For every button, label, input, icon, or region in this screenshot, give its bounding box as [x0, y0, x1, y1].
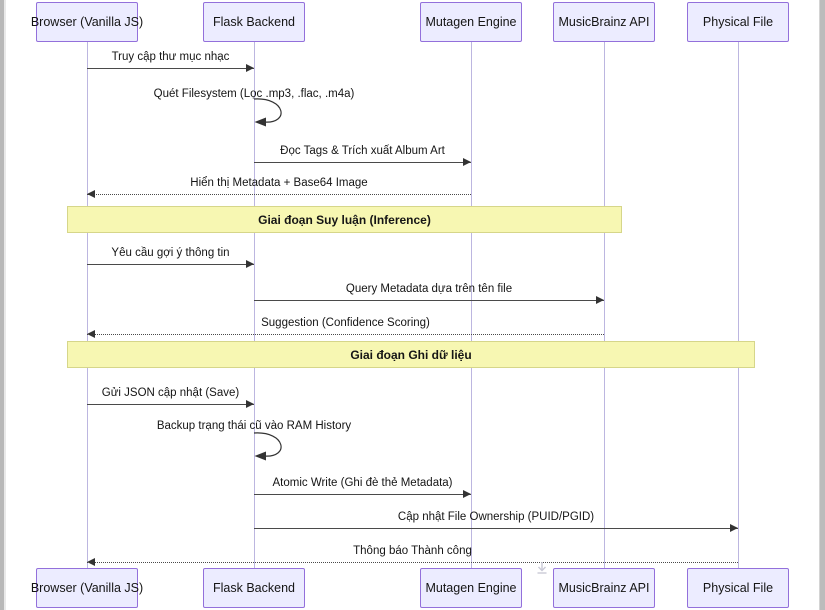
lifeline-musicbrainz — [604, 40, 605, 568]
section-banner-label: Giai đoạn Suy luận (Inference) — [258, 212, 431, 227]
left-page-gutter — [4, 0, 6, 610]
participant-flask-top[interactable]: Flask Backend — [203, 2, 305, 42]
right-page-gutter — [816, 0, 820, 610]
message-line — [254, 300, 604, 301]
message-label: Thông báo Thành công — [353, 545, 472, 557]
participant-label: MusicBrainz API — [558, 581, 650, 595]
message-label: Atomic Write (Ghi đè thẻ Metadata) — [272, 477, 453, 489]
participant-label: Mutagen Engine — [425, 15, 517, 29]
message-line — [254, 528, 738, 529]
message-line — [87, 194, 471, 195]
message-line — [254, 162, 471, 163]
participant-label: Browser (Vanilla JS) — [30, 15, 144, 29]
download-arrow-icon[interactable] — [534, 560, 550, 576]
message-label: Query Metadata dựa trên tên file — [345, 283, 513, 295]
participant-mutagen-bottom[interactable]: Mutagen Engine — [420, 568, 522, 608]
participant-label: Flask Backend — [213, 15, 295, 29]
participant-mutagen-top[interactable]: Mutagen Engine — [420, 2, 522, 42]
message-line — [87, 404, 254, 405]
arrowhead-right — [596, 296, 604, 304]
message-label: Hiển thị Metadata + Base64 Image — [190, 177, 368, 189]
message-label: Truy cập thư mục nhạc — [111, 51, 230, 63]
participant-label: Mutagen Engine — [425, 581, 517, 595]
arrowhead-left — [87, 190, 95, 198]
right-page-edge — [820, 0, 825, 610]
message-label: Backup trạng thái cũ vào RAM History — [156, 420, 352, 432]
participant-musicbrainz-top[interactable]: MusicBrainz API — [553, 2, 655, 42]
participant-label: Flask Backend — [213, 581, 295, 595]
message-label: Đọc Tags & Trích xuất Album Art — [280, 145, 445, 157]
participant-label: Physical File — [702, 581, 774, 595]
message-line — [87, 334, 604, 335]
participant-flask-bottom[interactable]: Flask Backend — [203, 568, 305, 608]
message-line — [87, 264, 254, 265]
arrowhead-right — [463, 490, 471, 498]
message-label: Cập nhật File Ownership (PUID/PGID) — [397, 511, 595, 523]
participant-browser-top[interactable]: Browser (Vanilla JS) — [31, 2, 143, 42]
message-label: Yêu cầu gợi ý thông tin — [111, 247, 230, 259]
arrowhead-right — [463, 158, 471, 166]
self-message-loop — [252, 96, 298, 135]
arrowhead-right — [730, 524, 738, 532]
message-label: Suggestion (Confidence Scoring) — [261, 317, 430, 329]
arrowhead-right — [246, 260, 254, 268]
self-message-loop — [252, 430, 298, 469]
arrowhead-right — [246, 400, 254, 408]
lifeline-physical — [738, 40, 739, 568]
message-label: Gửi JSON cập nhật (Save) — [101, 387, 240, 399]
arrowhead-left — [87, 558, 95, 566]
participant-physical-top[interactable]: Physical File — [687, 2, 789, 42]
participant-physical-bottom[interactable]: Physical File — [687, 568, 789, 608]
left-page-edge — [0, 0, 4, 610]
section-banner-inference: Giai đoạn Suy luận (Inference) — [67, 206, 622, 233]
section-banner-label: Giai đoạn Ghi dữ liệu — [350, 347, 472, 362]
lifeline-browser — [87, 40, 88, 568]
participant-label: Physical File — [702, 15, 774, 29]
participant-label: MusicBrainz API — [558, 15, 650, 29]
participant-musicbrainz-bottom[interactable]: MusicBrainz API — [553, 568, 655, 608]
participant-browser-bottom[interactable]: Browser (Vanilla JS) — [31, 568, 143, 608]
message-line — [87, 68, 254, 69]
arrowhead-right — [246, 64, 254, 72]
arrowhead-left — [87, 330, 95, 338]
message-line — [87, 562, 738, 563]
message-label: Quét Filesystem (Lọc .mp3, .flac, .m4a) — [153, 88, 355, 100]
lifeline-mutagen — [471, 40, 472, 568]
message-line — [254, 494, 471, 495]
participant-label: Browser (Vanilla JS) — [30, 581, 144, 595]
lifeline-flask — [254, 40, 255, 568]
section-banner-write: Giai đoạn Ghi dữ liệu — [67, 341, 755, 368]
